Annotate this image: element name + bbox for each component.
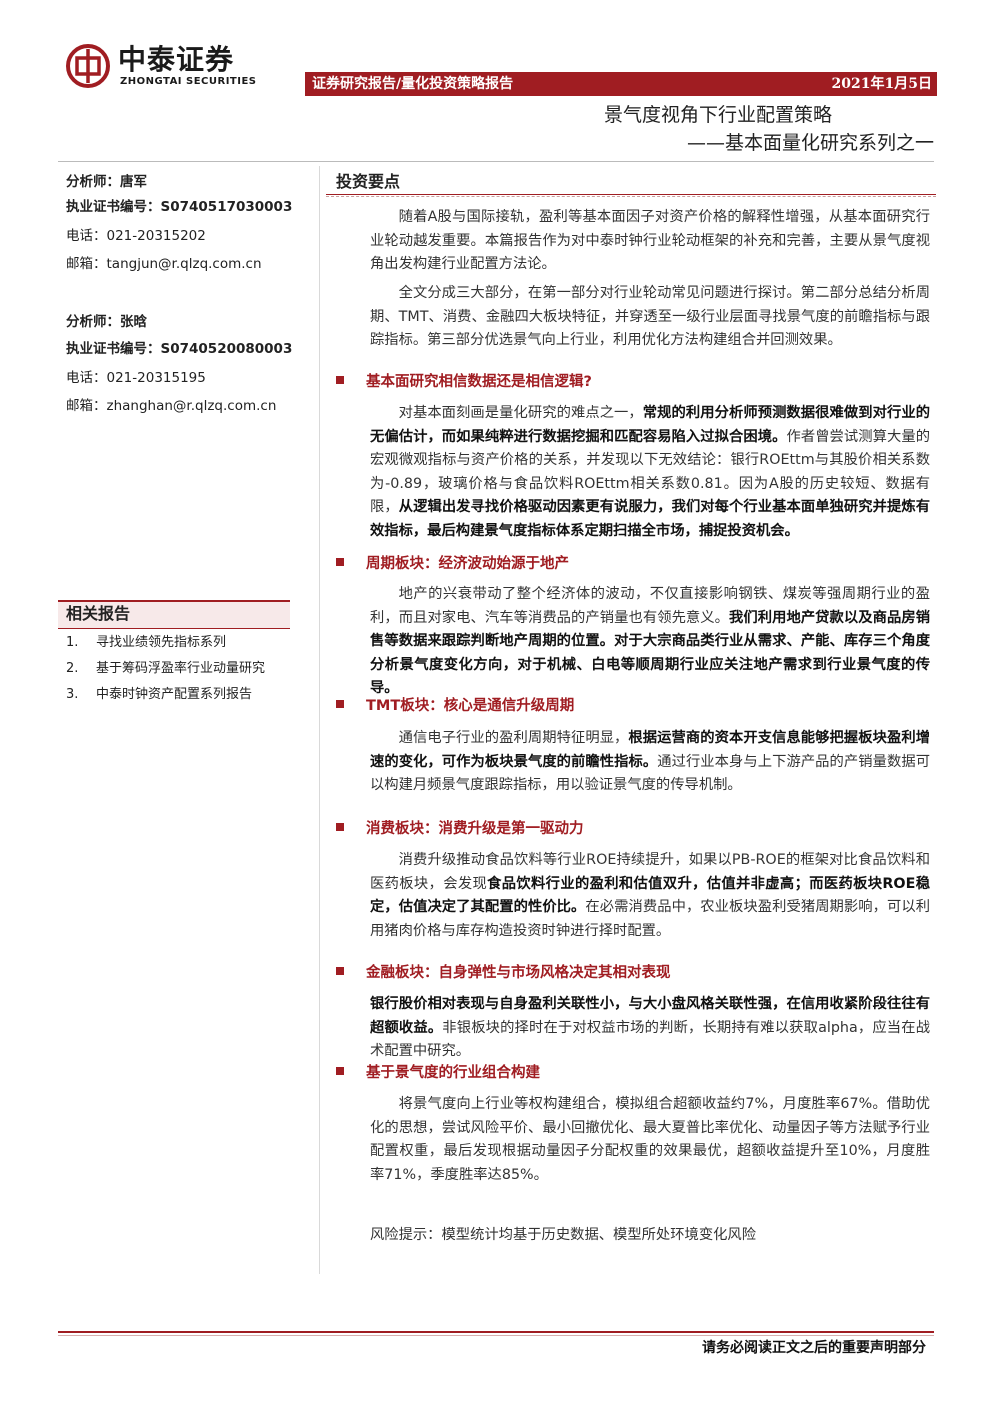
key-points-title: 投资要点	[336, 172, 401, 191]
intro-paragraph-2: 全文分成三大部分，在第一部分对行业轮动常见问题进行探讨。第二部分总结分析周期、T…	[370, 285, 930, 348]
section-paragraph-portfolio: 将景气度向上行业等权构建组合，模拟组合超额收益约7%，月度胜率67%。借助优化的…	[370, 1093, 930, 1187]
email-label: 邮箱：	[66, 398, 107, 414]
analyst-1-cert-row: 执业证书编号：S0740517030003	[66, 197, 292, 217]
bullet-square-icon	[336, 700, 344, 708]
analyst-1-email-row: 邮箱：tangjun@r.qlzq.com.cn	[66, 254, 262, 274]
cert-label: 执业证书编号：	[66, 341, 161, 357]
analyst-name: 唐军	[120, 174, 147, 190]
item-number: 2.	[66, 661, 79, 676]
bullet-square-icon	[336, 967, 344, 975]
analyst-1-phone-row: 电话：021-20315202	[66, 226, 206, 246]
section-paragraph-fundamentals: 对基本面刻画是量化研究的难点之一，常规的利用分析师预测数据很难做到对行业的无偏估…	[370, 402, 930, 543]
section-heading-tmt: TMT板块：核心是通信升级周期	[336, 695, 574, 717]
analyst-2-cert-row: 执业证书编号：S0740520080003	[66, 339, 292, 359]
bullet-square-icon	[336, 376, 344, 384]
related-reports-header	[58, 600, 290, 629]
report-date: 2021年1月5日	[831, 76, 932, 92]
section-heading-text: 消费板块：消费升级是第一驱动力	[366, 821, 584, 837]
analyst-2-name-row: 分析师：张晗	[66, 312, 147, 332]
analyst-2-email-row: 邮箱：zhanghan@r.qlzq.com.cn	[66, 396, 276, 416]
cert-number: S0740520080003	[160, 341, 293, 357]
key-points-header	[326, 170, 936, 195]
bullet-square-icon	[336, 823, 344, 831]
related-report-item[interactable]: 1. 寻找业绩领先指标系列	[66, 633, 226, 653]
section-heading-text: 基本面研究相信数据还是相信逻辑?	[366, 374, 592, 390]
item-number: 1.	[66, 635, 79, 650]
report-category: 证券研究报告/量化投资策略报告	[312, 76, 514, 92]
item-text: 基于筹码浮盈率行业动量研究	[96, 661, 266, 676]
intro-paragraph-1: 随着A股与国际接轨，盈利等基本面因子对资产价格的解释性增强，从基本面研究行业轮动…	[370, 209, 930, 272]
text-run: 地产的兴衰带动了整个经济体的波动，不仅直接影响钢铁、煤炭等强周期行业的盈利，而且…	[370, 586, 930, 626]
report-subtitle: ——基本面量化研究系列之一	[686, 132, 934, 154]
key-points-dashed-rule	[326, 196, 936, 197]
header-divider	[58, 161, 934, 162]
section-paragraph-financial: 银行股价相对表现与自身盈利关联性小，与大小盘风格关联性强，在信用收紧阶段往往有超…	[370, 993, 930, 1064]
text-run: 消费升级推动食品饮料等行业ROE持续提升，如果以PB-ROE的框架对比食品饮料和…	[370, 852, 930, 892]
item-text: 中泰时钟资产配置系列报告	[96, 687, 253, 702]
section-heading-portfolio: 基于景气度的行业组合构建	[336, 1062, 540, 1084]
text-run: 在必需消费品中，农业板块盈利受猪周期影响，可以利用猪肉价格与库存构造投资时钟进行…	[370, 899, 931, 939]
section-heading-consumer: 消费板块：消费升级是第一驱动力	[336, 818, 584, 840]
item-number: 3.	[66, 687, 79, 702]
text-run: 通过行业本身与上下游产品的产销量数据可以构建月频景气度跟踪指标，用以验证景气度的…	[370, 753, 931, 794]
bold-text-run: 从逻辑出发寻找价格驱动因素更有说服力，我们对每个行业基本面单独研究并提炼有效指标…	[370, 499, 931, 539]
analyst-name-label: 分析师：	[66, 174, 120, 190]
risk-notice: 风险提示：模型统计均基于历史数据、模型所处环境变化风险	[370, 1227, 757, 1243]
bullet-square-icon	[336, 558, 344, 566]
email-link[interactable]: zhanghan@r.qlzq.com.cn	[106, 398, 277, 414]
item-text: 寻找业绩领先指标系列	[96, 635, 227, 650]
logo-name-en: ZHONGTAI SECURITIES	[120, 76, 257, 87]
section-heading-fundamentals: 基本面研究相信数据还是相信逻辑?	[336, 371, 592, 393]
text-run: 将景气度向上行业等权构建组合，模拟组合超额收益约7%，月度胜率67%。借助优化的…	[370, 1096, 930, 1183]
analyst-name: 张晗	[120, 314, 147, 330]
section-heading-text: 金融板块：自身弹性与市场风格决定其相对表现	[366, 965, 671, 981]
bold-text-run: 根据运营商的资本开支信息能够把握板块盈利增速的变化，可作为板块景气度的前瞻性指标…	[370, 730, 930, 770]
section-heading-text: TMT板块：核心是通信升级周期	[366, 698, 575, 714]
section-paragraph-cyclical: 地产的兴衰带动了整个经济体的波动，不仅直接影响钢铁、煤炭等强周期行业的盈利，而且…	[370, 583, 930, 701]
email-link[interactable]: tangjun@r.qlzq.com.cn	[106, 256, 262, 272]
bullet-square-icon	[336, 1067, 344, 1075]
bold-text-run: 常规的利用分析师预测数据很难做到对行业的无偏估计，而如果纯粹进行数据挖掘和匹配容…	[370, 405, 931, 445]
phone-label: 电话：	[66, 370, 107, 386]
logo-name-cn: 中泰证券	[118, 43, 235, 76]
footer-rule-thin	[58, 1335, 934, 1336]
column-divider	[319, 166, 320, 1274]
text-run: 对基本面刻画是量化研究的难点之一，	[398, 405, 643, 421]
related-reports-title: 相关报告	[66, 604, 131, 623]
section-heading-cyclical: 周期板块：经济波动始源于地产	[336, 553, 569, 575]
email-label: 邮箱：	[66, 256, 107, 272]
section-paragraph-consumer: 消费升级推动食品饮料等行业ROE持续提升，如果以PB-ROE的框架对比食品饮料和…	[370, 849, 930, 943]
cert-label: 执业证书编号：	[66, 199, 161, 215]
section-heading-financial: 金融板块：自身弹性与市场风格决定其相对表现	[336, 962, 671, 984]
related-report-item[interactable]: 3. 中泰时钟资产配置系列报告	[66, 685, 252, 705]
analyst-1-name-row: 分析师：唐军	[66, 172, 147, 192]
footer-disclaimer-notice: 请务必阅读正文之后的重要声明部分	[702, 1340, 926, 1356]
bold-text-run: 我们利用地产贷款以及商品房销售等数据来跟踪判断地产周期的位置。对于大宗商品类行业…	[370, 609, 930, 697]
footer-rule	[58, 1331, 934, 1333]
zhongtai-logo-icon	[66, 44, 110, 88]
company-logo: 中泰证券 ZHONGTAI SECURITIES	[66, 44, 271, 90]
section-heading-text: 周期板块：经济波动始源于地产	[366, 556, 569, 572]
analyst-2-phone-row: 电话：021-20315195	[66, 368, 206, 388]
report-title: 景气度视角下行业配置策略	[603, 104, 832, 126]
cert-number: S0740517030003	[160, 199, 293, 215]
section-paragraph-tmt: 通信电子行业的盈利周期特征明显，根据运营商的资本开支信息能够把握板块盈利增速的变…	[370, 727, 930, 798]
phone-label: 电话：	[66, 228, 107, 244]
section-heading-text: 基于景气度的行业组合构建	[366, 1065, 540, 1081]
text-run: 作者曾尝试测算大量的宏观微观指标与资产价格的关系，并发现以下无效结论：银行ROE…	[370, 428, 931, 516]
phone-number: 021-20315195	[106, 370, 206, 386]
bold-text-run: 银行股价相对表现与自身盈利关联性小，与大小盘风格关联性强，在信用收紧阶段往往有超…	[370, 996, 930, 1036]
related-report-item[interactable]: 2. 基于筹码浮盈率行业动量研究	[66, 659, 265, 679]
phone-number: 021-20315202	[106, 228, 206, 244]
header-band	[305, 72, 937, 96]
bold-text-run: 食品饮料行业的盈利和估值双升，估值并非虚高；而医药板块ROE稳定，估值决定了其配…	[370, 875, 930, 916]
text-run: 通信电子行业的盈利周期特征明显，	[398, 730, 629, 746]
text-run: 非银板块的择时在于对权益市场的判断，长期持有难以获取alpha，应当在战术配置中…	[370, 1019, 930, 1060]
analyst-name-label: 分析师：	[66, 314, 120, 330]
